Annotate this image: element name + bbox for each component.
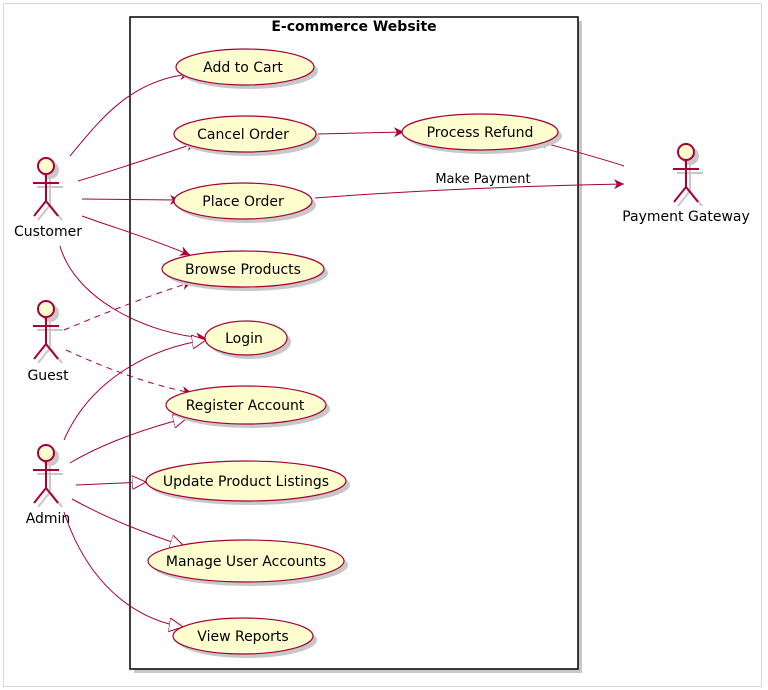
edge-customer-add-to-cart [69,70,191,157]
edge-place-order-to-gateway [314,179,625,199]
edges [59,70,625,627]
actor-payment-gateway[interactable]: Payment Gateway [622,143,750,225]
use-case-place-order[interactable]: Place Order [173,182,316,223]
use-case-label: Browse Products [185,262,301,278]
edge-guest-browse-products [63,280,193,331]
actor-customer[interactable]: Customer [14,157,82,240]
edge-admin-manage-users [71,498,184,546]
use-case-view-reports[interactable]: View Reports [172,617,317,658]
system-title: E-commerce Website [271,19,436,35]
edge-guest-register-account [65,349,193,397]
edge-label-make-payment: Make Payment [435,172,530,187]
actor-guest[interactable]: Guest [27,300,69,384]
actor-admin[interactable]: Admin [26,444,71,527]
use-case-add-to-cart[interactable]: Add to Cart [175,48,318,89]
use-case-update-product-listings[interactable]: Update Product Listings [145,460,350,505]
use-case-manage-user-accounts[interactable]: Manage User Accounts [147,539,348,586]
edge-customer-cancel-order [77,141,197,182]
diagram-frame [3,3,762,687]
use-case-label: Login [225,331,263,347]
edge-customer-login [59,245,207,343]
use-cases: Add to Cart Cancel Order Process Refund … [145,48,562,658]
use-case-process-refund[interactable]: Process Refund [401,113,562,154]
use-case-label: Process Refund [427,125,534,141]
edge-admin-login [63,340,206,441]
use-case-register-account[interactable]: Register Account [165,385,330,428]
use-case-cancel-order[interactable]: Cancel Order [173,115,320,156]
edge-cancel-to-refund [317,127,405,138]
edge-customer-browse-products [81,215,191,256]
actor-label: Payment Gateway [622,209,750,225]
edge-admin-update-listings [75,482,146,485]
edge-admin-register-account [69,418,187,464]
edge-admin-view-reports [63,511,183,627]
use-case-browse-products[interactable]: Browse Products [161,250,328,291]
actor-label: Customer [14,224,82,240]
edge-customer-place-order [81,194,181,205]
use-case-label: Update Product Listings [163,474,329,490]
use-case-label: View Reports [197,629,288,645]
use-case-login[interactable]: Login [204,320,291,359]
use-case-label: Manage User Accounts [166,554,326,570]
use-case-label: Cancel Order [197,127,289,143]
actor-label: Admin [26,511,71,527]
actor-label: Guest [27,368,69,384]
use-case-label: Add to Cart [203,60,283,76]
use-case-label: Place Order [202,194,284,210]
use-case-label: Register Account [186,398,305,414]
